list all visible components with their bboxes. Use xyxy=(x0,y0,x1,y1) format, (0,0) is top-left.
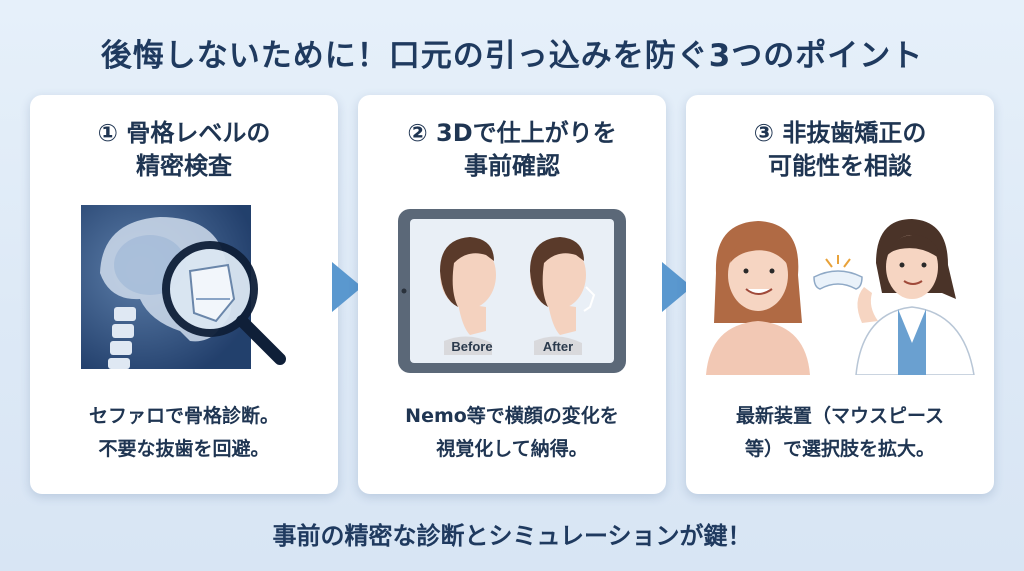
card-caption: セファロで骨格診断。 不要な抜歯を回避。 xyxy=(88,405,279,460)
patient-icon xyxy=(706,221,810,375)
consultation-illustration xyxy=(706,219,975,375)
page-title: 後悔しないために！口元の引っ込みを防ぐ3つのポイント xyxy=(100,38,924,74)
before-profile-icon xyxy=(440,237,496,355)
card-heading: ① 骨格レベルの 精密検査 xyxy=(97,119,271,180)
card-skeletal-exam: ① 骨格レベルの 精密検査 セファロで骨格診断。 不要な抜歯を回避。 xyxy=(30,95,338,494)
footer-message: 事前の精密な診断とシミュレーションが鍵！ xyxy=(272,522,752,550)
card-caption: 最新装置（マウスピース 等）で選択肢を拡大。 xyxy=(735,405,945,460)
after-label: After xyxy=(542,339,574,354)
card-heading: ③ 非抜歯矯正の 可能性を相談 xyxy=(753,119,927,180)
xray-illustration xyxy=(81,205,286,369)
after-profile-icon xyxy=(530,237,596,355)
card-3d-simulation: ② 3Dで仕上がりを 事前確認 Before After Nemo等で横顔の変化… xyxy=(358,95,666,494)
doctor-icon xyxy=(855,219,975,375)
before-label: Before xyxy=(451,339,493,354)
card-caption: Nemo等で横顔の変化を 視覚化して納得。 xyxy=(405,405,619,460)
arrow-right-icon xyxy=(332,262,362,312)
tablet-illustration xyxy=(398,209,626,373)
card-heading: ② 3Dで仕上がりを 事前確認 xyxy=(407,119,617,180)
card-non-extraction: ③ 非抜歯矯正の 可能性を相談 最新装置（マウスピース xyxy=(686,95,994,494)
